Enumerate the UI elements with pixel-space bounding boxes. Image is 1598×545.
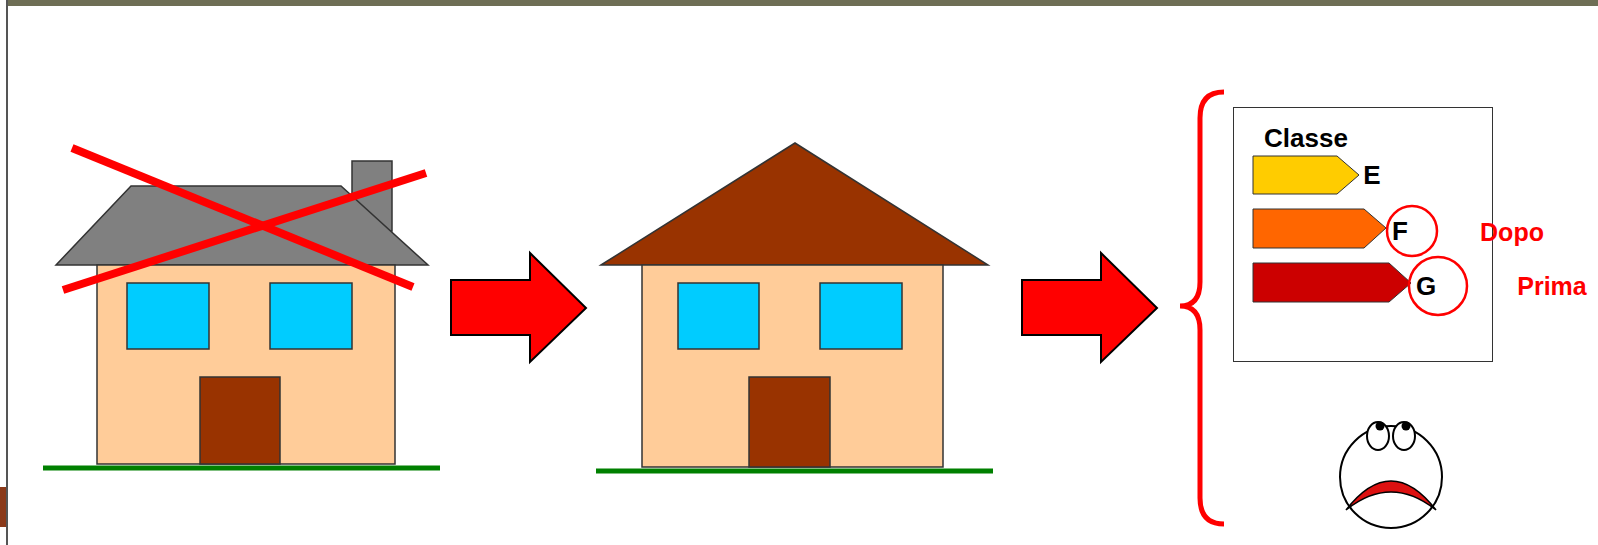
house-wall — [642, 265, 943, 467]
sad-face — [1340, 426, 1442, 528]
ground-line — [43, 466, 440, 471]
frame-tab — [0, 487, 6, 527]
house-wall — [97, 265, 395, 464]
class-letter: G — [1416, 273, 1436, 299]
highlight-circle — [1387, 206, 1437, 256]
face-eye — [1367, 422, 1389, 450]
house-window — [678, 283, 759, 349]
house-door — [749, 377, 830, 467]
block-arrow — [1022, 253, 1157, 362]
house-roof — [601, 143, 988, 265]
highlight-circle — [1409, 257, 1467, 315]
class-box: Classe — [1233, 107, 1493, 362]
block-arrow — [451, 253, 586, 362]
curly-brace — [1180, 92, 1224, 524]
left-frame — [6, 0, 8, 545]
class-arrow — [1253, 156, 1359, 194]
house-window — [820, 283, 902, 349]
house-window — [127, 283, 209, 349]
house-window — [270, 283, 352, 349]
face-frown — [1346, 481, 1436, 510]
face-pupil — [1402, 422, 1411, 431]
house-roof — [56, 186, 428, 265]
left-gap — [0, 0, 7, 545]
cross-line — [63, 173, 426, 290]
face-eye — [1393, 422, 1415, 450]
top-frame — [0, 0, 1598, 6]
class-arrow — [1253, 263, 1411, 302]
box-heading: Classe — [1264, 124, 1348, 153]
before-label: Prima — [1517, 274, 1586, 299]
house-door — [200, 377, 280, 464]
ground-line — [596, 469, 993, 474]
face-pupil — [1376, 422, 1385, 431]
class-arrow — [1253, 209, 1386, 248]
after-label: Dopo — [1480, 220, 1544, 245]
cross-line — [72, 148, 413, 287]
class-letter: E — [1363, 162, 1380, 188]
class-letter: F — [1392, 218, 1408, 244]
